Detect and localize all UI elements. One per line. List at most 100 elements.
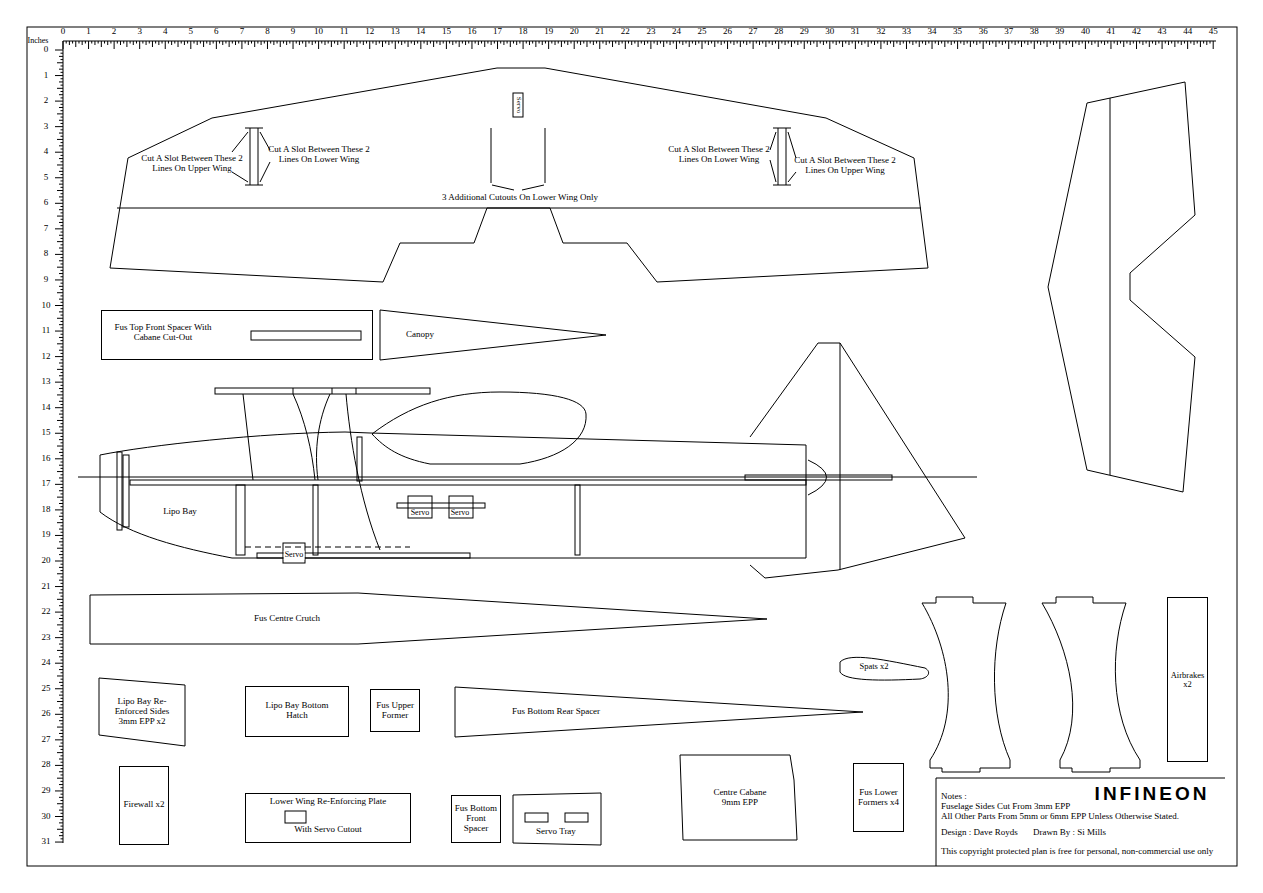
ruler-tick [55,484,63,485]
ruler-tick [449,41,450,44]
ruler-number: 10 [314,27,323,37]
ruler-tick [85,41,86,44]
ruler-tick [280,41,281,47]
ruler-tick [360,41,361,44]
ruler-tick [59,94,63,95]
ruler-tick [190,41,191,49]
ruler-number: 32 [876,27,885,37]
ruler-tick [57,548,63,549]
ruler-tick [61,519,64,520]
ruler-tick [55,739,63,740]
ruler-tick [61,59,64,60]
ruler-tick [328,41,329,44]
ruler-number: 22 [621,27,630,37]
ruler-tick [91,41,92,44]
ruler-tick [61,723,64,724]
ruler-tick [59,835,63,836]
ruler-tick [61,672,64,673]
ruler-tick [57,394,63,395]
ruler-tick [55,126,63,127]
ruler-number: 11 [42,326,51,336]
ruler-tick [673,41,674,44]
ruler-tick [1155,41,1156,45]
ruler-tick [1053,41,1054,45]
ruler-tick [59,286,63,287]
ruler-tick [973,41,974,44]
ruler-tick [957,41,958,49]
ruler-tick [909,41,910,44]
ruler-tick [59,580,63,581]
ruler-tick [289,41,290,44]
ruler-tick [59,56,63,57]
ruler-tick [61,219,64,220]
ruler-number: 16 [467,27,476,37]
ruler-number: 8 [265,27,270,37]
ruler-number: 15 [442,27,451,37]
ruler-tick [775,41,776,44]
ruler-tick [61,353,64,354]
ruler-tick [55,688,63,689]
ruler-tick [55,586,63,587]
ruler-tick [1120,41,1121,44]
ruler-tick [417,41,418,44]
ruler-tick [337,41,338,45]
ruler-number: 9 [44,275,49,285]
ruler-tick [462,41,463,44]
ruler-tick [1047,41,1048,47]
ruler-number: 14 [42,403,51,413]
ruler-tick [59,541,63,542]
ruler-tick [625,41,626,49]
ruler-tick [61,461,64,462]
ruler-tick [158,41,159,45]
ruler-tick [817,41,818,47]
ruler-tick [61,704,64,705]
plan-label: Cut A Slot Between These 2 Lines On Lowe… [668,145,770,165]
ruler-tick [539,41,540,44]
ruler-tick [57,216,63,217]
ruler-tick [59,477,63,478]
ruler-tick [61,149,64,150]
wing-outline [110,68,928,282]
ruler-number: 26 [42,709,51,719]
ruler-tick [839,41,840,44]
former [313,485,318,555]
ruler-tick [459,41,460,47]
plan-label: Servo [514,97,522,113]
ruler-tick [842,41,843,47]
ruler-tick [61,283,64,284]
ruler-number: 5 [189,27,194,37]
ruler-tick [733,41,734,45]
ruler-tick [61,91,64,92]
crutch [130,480,806,485]
ruler-tick [743,41,744,44]
ruler-tick [1008,41,1009,49]
ruler-tick [468,41,469,44]
lower-former [922,597,1010,772]
rudder-hinge [840,343,841,570]
part-piece: Fus Bottom Rear Spacer [455,686,865,738]
ruler-number: 16 [42,454,51,464]
ruler-tick [810,41,811,45]
ruler-tick [893,41,894,47]
ruler-tick [746,41,747,45]
ruler-tick [200,41,201,44]
ruler-tick [1024,41,1025,44]
ruler-tick [1187,41,1188,49]
ruler-tick [55,458,63,459]
plan-label: Cut A Slot Between These 2 Lines On Uppe… [794,156,896,176]
ruler-tick [61,238,64,239]
ruler-tick [1123,41,1124,47]
ruler-tick [551,41,552,44]
ruler-number: 41 [1106,27,1115,37]
part-piece: Fus Lower Formers x4 [853,763,904,832]
ruler-tick [171,41,172,45]
ruler-number: 30 [825,27,834,37]
ruler-tick [586,41,587,47]
ruler-tick [59,401,63,402]
ruler-tick [59,248,63,249]
ruler-tick [922,41,923,44]
ruler-tick [880,41,881,49]
ruler-tick [791,41,792,47]
ruler-tick [695,41,696,45]
